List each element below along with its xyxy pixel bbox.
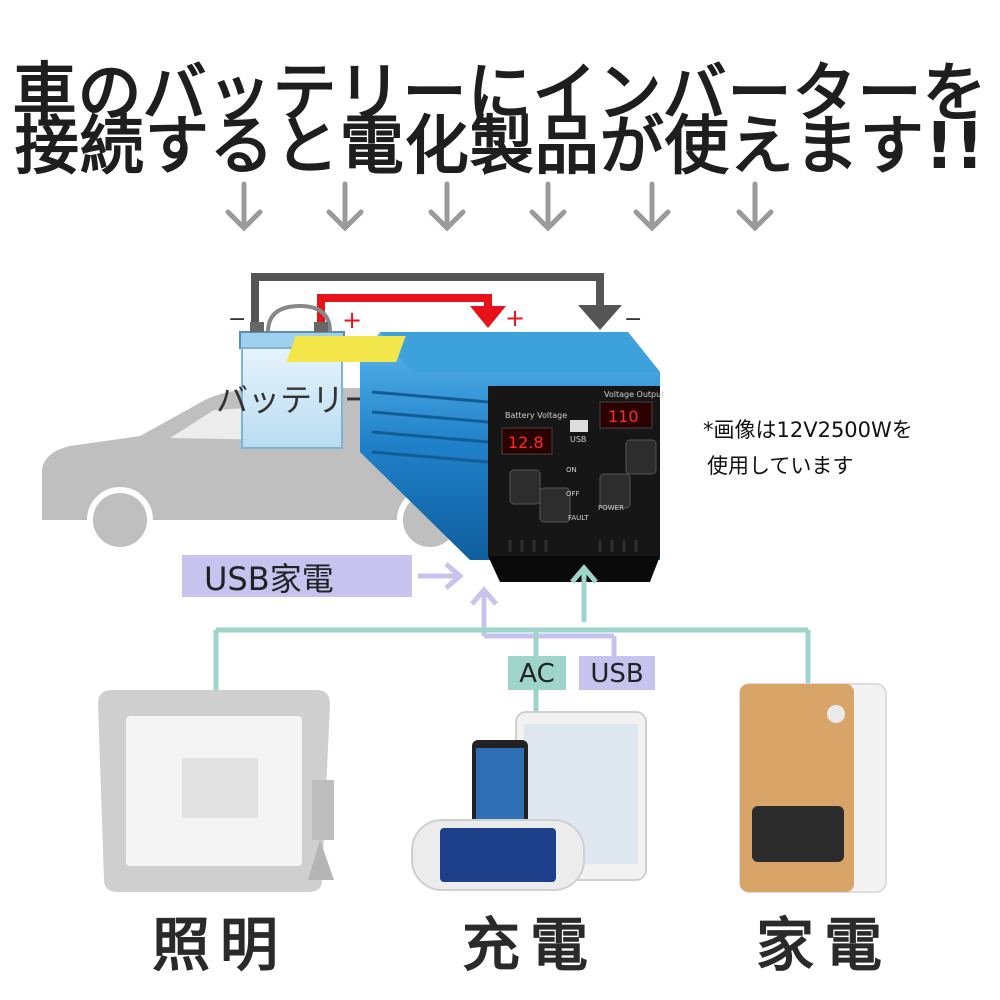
down-arrow-icon — [529, 181, 567, 232]
inverter-panel-left-label: Battery Voltage — [505, 411, 567, 420]
headline-line-1: 車のバッテリーにインバーターを — [12, 57, 988, 131]
battery-minus-sign: − — [228, 307, 246, 332]
down-arrows — [225, 181, 774, 232]
battery-label: バッテリー — [216, 381, 376, 419]
floodlight — [98, 690, 334, 892]
appliance-label: 家電 — [756, 911, 893, 979]
inverter-power-label: POWER — [598, 504, 624, 512]
lighting-label: 照明 — [152, 911, 289, 979]
headline-line-2: 接続すると電化製品が使えます!! — [14, 110, 986, 184]
positive-arrow-icon — [470, 306, 506, 328]
note-line-2: 使用しています — [707, 454, 854, 478]
inverter-panel-right-label: Voltage Output — [604, 390, 664, 399]
battery-plus-sign: + — [342, 306, 362, 334]
ac-wires — [213, 564, 811, 712]
inverter-fault-label: FAULT — [568, 514, 589, 522]
down-arrow-icon — [736, 181, 774, 232]
down-arrow-icon — [633, 181, 671, 232]
note-line-1: *画像は12V2500Wを — [703, 418, 913, 442]
heater — [739, 683, 887, 893]
inverter-minus-sign: − — [624, 307, 642, 332]
car-wheel-front — [87, 487, 153, 553]
battery — [239, 303, 345, 449]
usb-appliance-label: USB家電 — [204, 560, 334, 598]
down-arrow-icon — [326, 181, 364, 232]
negative-wire — [251, 273, 604, 332]
inverter — [286, 332, 660, 582]
inverter-plus-sign: + — [505, 304, 525, 332]
inverter-led-right: 110 — [608, 407, 639, 426]
negative-arrow-icon — [578, 305, 622, 330]
usb-tag-bg — [579, 656, 655, 690]
devices — [411, 711, 647, 891]
charging-label: 充電 — [462, 911, 599, 979]
usb-tag: USB — [590, 659, 644, 689]
inverter-led-left: 12.8 — [508, 433, 544, 452]
inverter-switch-off: OFF — [566, 490, 580, 498]
down-arrow-icon — [225, 181, 263, 232]
down-arrow-icon — [428, 181, 466, 232]
usb-appliance-label-bg — [182, 555, 412, 597]
inverter-switch-on: ON — [566, 466, 577, 474]
ac-tag-bg — [508, 656, 566, 690]
inverter-usb-label: USB — [570, 435, 586, 444]
ac-tag: AC — [519, 659, 555, 689]
